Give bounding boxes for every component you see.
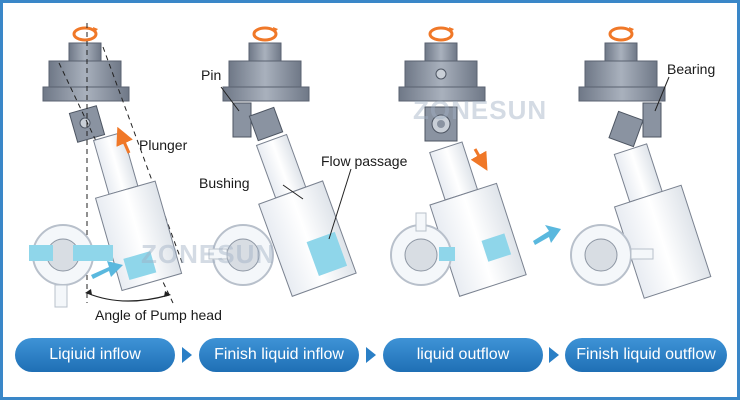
liquid-fill	[123, 251, 157, 281]
label-flow-passage: Flow passage	[321, 153, 408, 169]
step-liquid-outflow: liquid outflow	[383, 338, 543, 372]
step-finish-outflow: Finish liquid outflow	[565, 338, 727, 372]
pump-body	[94, 180, 183, 292]
pin	[232, 102, 252, 138]
rotation-icon	[608, 26, 634, 42]
label-bushing: Bushing	[199, 175, 250, 191]
pump-diagram-art	[29, 23, 712, 308]
step-arrow-icon	[549, 347, 559, 363]
panel-liquid-outflow	[390, 26, 561, 297]
label-angle: Angle of Pump head	[95, 307, 222, 323]
panel-finish-inflow	[208, 26, 357, 297]
motor-cap	[68, 42, 102, 62]
rotation-icon	[72, 26, 98, 42]
motor-flange	[42, 86, 130, 102]
step-liquid-inflow: Liqiuid inflow	[15, 338, 175, 372]
watermark: ZONESUN	[413, 95, 548, 125]
motion-arrow	[116, 126, 133, 154]
label-bearing: Bearing	[667, 61, 716, 77]
plunger-rod	[92, 131, 139, 195]
panel-liquid-inflow	[29, 23, 184, 308]
rotation-icon	[428, 26, 454, 42]
panel-finish-outflow	[570, 26, 712, 299]
bearing	[642, 102, 662, 138]
label-plunger: Plunger	[139, 137, 188, 153]
label-pin: Pin	[201, 67, 222, 83]
flow-arrow-icon	[533, 225, 561, 245]
flow-arrow-icon	[91, 261, 123, 279]
step-arrow-icon	[182, 347, 192, 363]
watermark: ZONESUN	[141, 239, 276, 269]
step-arrow-icon	[366, 347, 376, 363]
rotation-icon	[252, 26, 278, 42]
step-finish-inflow: Finish liquid inflow	[199, 338, 359, 372]
